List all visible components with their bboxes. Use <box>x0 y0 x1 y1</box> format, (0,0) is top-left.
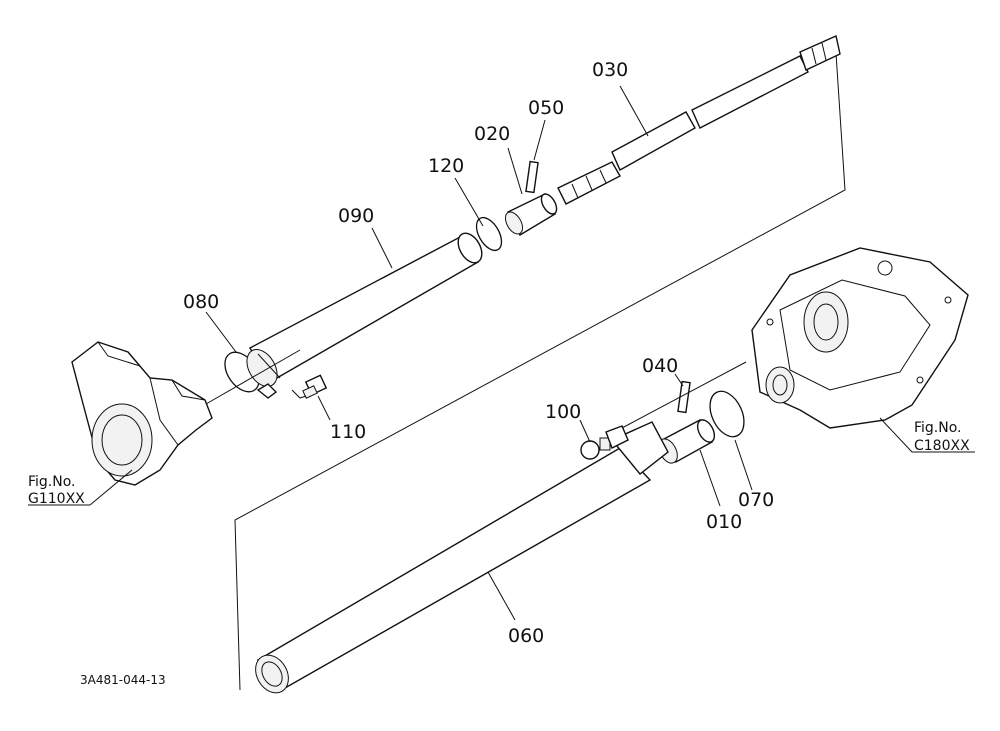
label-080: 080 <box>183 291 219 313</box>
part-060-tube <box>255 421 669 694</box>
label-030: 030 <box>592 59 628 81</box>
part-090-tube <box>246 232 483 399</box>
part-120-o-ring <box>475 216 503 252</box>
drawing-code: 3A481-044-13 <box>80 673 166 687</box>
part-labels: 080 090 110 120 020 050 030 040 100 070 … <box>183 59 774 647</box>
right-fig-ref-line2: C180XX <box>914 438 970 454</box>
part-020-coupler <box>504 193 558 236</box>
left-fig-leader <box>28 469 133 506</box>
label-120: 120 <box>428 155 464 177</box>
left-housing-knuckle <box>71 341 213 486</box>
label-090: 090 <box>338 205 374 227</box>
part-110-plug <box>291 374 328 399</box>
label-060: 060 <box>508 625 544 647</box>
label-100: 100 <box>545 401 581 423</box>
right-housing-case <box>751 247 969 429</box>
label-050: 050 <box>528 97 564 119</box>
left-fig-ref-line2: G110XX <box>28 491 85 507</box>
right-fig-leader <box>879 417 975 453</box>
part-070-o-ring <box>709 390 745 438</box>
label-010: 010 <box>706 511 742 533</box>
part-050-pin <box>525 160 539 194</box>
right-fig-ref-line1: Fig.No. <box>914 420 962 436</box>
part-030-shaft <box>557 35 841 205</box>
label-020: 020 <box>474 123 510 145</box>
leader-lines <box>205 85 753 621</box>
assembly-frame <box>234 37 846 691</box>
figure-references: Fig.No. G110XX Fig.No. C180XX <box>28 420 970 507</box>
label-110: 110 <box>330 421 366 443</box>
left-fig-ref-line1: Fig.No. <box>28 474 76 490</box>
part-010-coupler <box>658 419 716 464</box>
label-040: 040 <box>642 355 678 377</box>
label-070: 070 <box>738 489 774 511</box>
part-040-pin <box>677 380 691 414</box>
